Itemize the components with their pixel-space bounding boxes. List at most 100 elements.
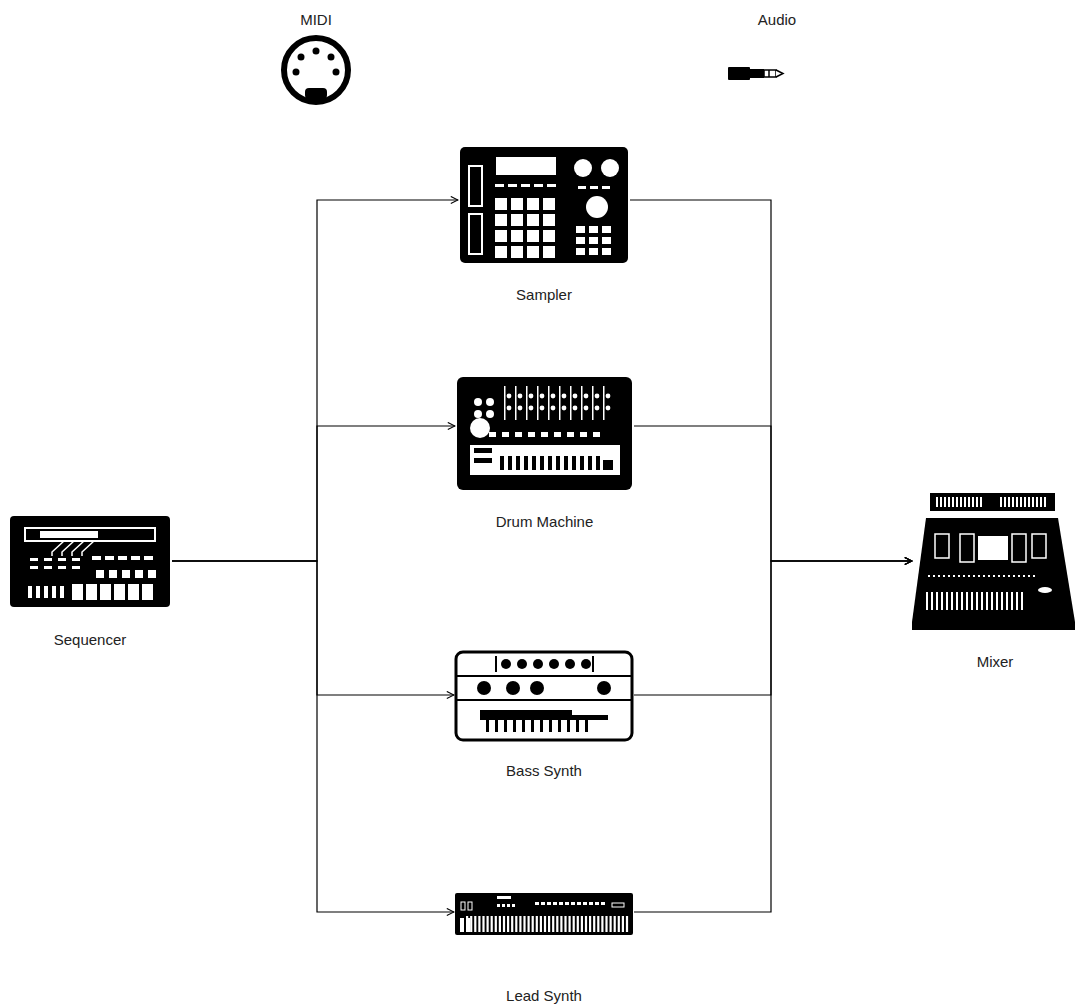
bass-synth-illustration: [495, 656, 497, 672]
mixer-illustration: [981, 592, 983, 610]
lead-synth-illustration: [573, 916, 575, 932]
drum-machine-illustration: [548, 386, 550, 420]
lead-synth-illustration: [460, 902, 628, 932]
lead-synth-illustration: [601, 902, 605, 905]
bass-synth-illustration: [477, 681, 491, 695]
lead-synth-illustration: [466, 918, 470, 932]
bass-synth-illustration: [522, 720, 525, 732]
drum-machine-illustration: [500, 456, 600, 470]
bass-synth-illustration: [486, 659, 591, 732]
mixer-illustration: [1038, 587, 1052, 593]
sequencer-illustration: [109, 570, 117, 578]
legend-label: Audio: [756, 10, 798, 30]
sequencer-illustration: [10, 516, 170, 607]
lead-synth-illustration: [532, 916, 534, 932]
drum-machine-illustration: [588, 456, 592, 470]
lead-synth-illustration: [614, 916, 616, 932]
sequencer-illustration: [135, 570, 143, 578]
lead-synth-illustration: [497, 896, 511, 899]
lead-synth-illustration: [577, 902, 581, 905]
midi-symbol: [284, 38, 348, 102]
bass-synth-illustration: [480, 710, 572, 720]
sequencer-illustration: [44, 558, 52, 561]
drum-machine-illustration: [474, 398, 482, 406]
mixer-illustration: [1011, 592, 1013, 610]
bass-synth-illustration: [540, 720, 543, 732]
drum-machine-illustration: [500, 456, 504, 470]
sampler-illustration: [521, 184, 530, 187]
signal-connector: [634, 561, 912, 912]
sampler-illustration: [589, 237, 598, 244]
lead-synth-illustration: [515, 916, 517, 932]
mixer-illustration: [951, 592, 953, 610]
bass-synth-illustration: [581, 659, 591, 669]
lead-synth-illustration: [503, 916, 505, 932]
drum-machine-illustration: [588, 456, 592, 470]
mixer-illustration: [968, 575, 970, 577]
drum-machine-illustration: [524, 456, 528, 470]
mixer-illustration: [1000, 497, 1002, 507]
drum-machine-illustration: [556, 456, 560, 470]
drum-machine-illustration: [476, 386, 610, 470]
drum-machine-illustration: [556, 456, 560, 470]
drum-machine-illustration: [580, 456, 584, 470]
drum-machine-illustration: [573, 406, 578, 411]
lead-synth-illustration: [511, 916, 513, 932]
lead-synth-illustration: [564, 916, 566, 932]
mixer-illustration: [912, 518, 1075, 630]
drum-machine-illustration: [593, 432, 600, 437]
lead-synth-illustration: [499, 916, 501, 932]
sampler-illustration: [574, 159, 592, 177]
lead-synth-illustration: [589, 902, 593, 905]
mixer-illustration: [944, 497, 946, 507]
mixer-illustration: [978, 536, 1008, 560]
lead-synth-illustration: [605, 916, 607, 932]
bass-synth-illustration: [533, 659, 543, 669]
audio-jack-symbol: [764, 70, 776, 77]
lead-synth-illustration: [541, 902, 545, 905]
audio-jack-symbol: [750, 69, 764, 78]
sampler-illustration: [511, 198, 523, 210]
lead-synth-illustration: [597, 916, 599, 932]
sequencer-illustration: [72, 566, 80, 569]
drum-machine-illustration: [474, 458, 492, 463]
mixer-illustration: [948, 575, 950, 577]
sampler-illustration: [576, 248, 585, 255]
lead-synth-illustration: [460, 918, 470, 932]
sampler-illustration: [495, 184, 504, 187]
lead-synth-illustration: [589, 916, 591, 932]
sequencer-illustration: [58, 566, 66, 569]
sequencer-illustration: [72, 558, 80, 561]
drum-machine-illustration: [540, 394, 545, 399]
bass-synth-illustration: [531, 720, 534, 732]
drum-machine-illustration: [457, 377, 632, 490]
mixer-illustration: [973, 575, 975, 577]
mixer-illustration: [1016, 497, 1018, 507]
lead-synth-illustration: [552, 916, 554, 932]
sequencer-illustration: [142, 584, 153, 600]
mixer-illustration: [968, 497, 970, 507]
mixer-illustration: [972, 497, 974, 507]
lead-synth-illustration: [507, 904, 510, 907]
sampler-illustration: [586, 196, 608, 218]
sequencer-illustration: [114, 584, 125, 600]
sampler-illustration: [547, 184, 556, 187]
bass-synth-illustration: [597, 681, 611, 695]
drum-machine-illustration: [548, 456, 552, 470]
drum-machine-illustration: [524, 456, 528, 470]
mixer-illustration: [1040, 497, 1042, 507]
drum-machine-illustration: [580, 432, 587, 437]
audio-jack-symbol: [768, 70, 770, 77]
mixer-illustration: [1008, 497, 1010, 507]
mixer-illustration: [980, 497, 982, 507]
node-label: Drum Machine: [494, 512, 596, 532]
mixer-illustration: [1016, 592, 1018, 610]
drum-machine-illustration: [470, 445, 620, 475]
lead-synth-illustration: [474, 916, 476, 932]
sampler-illustration: [527, 214, 539, 226]
mixer-illustration: [930, 493, 1055, 511]
drum-machine-illustration: [457, 377, 632, 490]
mixer-illustration: [936, 592, 938, 610]
mixer-illustration: [1028, 497, 1030, 507]
